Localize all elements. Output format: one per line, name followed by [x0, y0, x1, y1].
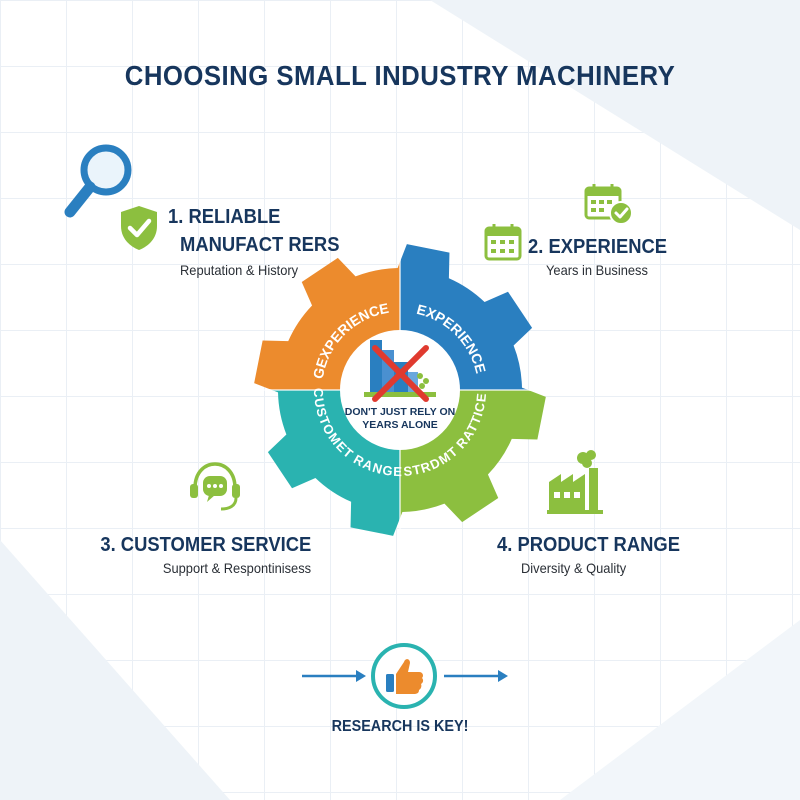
footer-label: RESEARCH IS KEY!	[331, 718, 469, 735]
page-title: CHOOSING SMALL INDUSTRY MACHINERY	[124, 60, 676, 91]
item3-title: 3. CUSTOMER SERVICE	[100, 534, 311, 556]
item1-title-line2: MANUFACT RERS	[180, 234, 340, 256]
item1-subtitle: Reputation & History	[180, 262, 299, 278]
factory-icon	[547, 450, 603, 514]
chat-headset-icon	[190, 462, 240, 511]
arrow-right-icon	[302, 670, 366, 682]
gear-diagram: GEXPERIENCE EXPERIENCE CUSTOMET RANGE ST…	[250, 240, 550, 540]
item4-subtitle: Diversity & Quality	[521, 560, 627, 576]
thumbs-up-icon	[371, 643, 437, 709]
magnifier-icon	[64, 144, 132, 218]
footer-graphic	[302, 643, 508, 709]
gear-center-line2: YEARS ALONE	[362, 419, 437, 431]
calendar-check-icon	[584, 184, 633, 225]
item3-subtitle: Support & Respontinisess	[162, 560, 311, 576]
arrow-right-icon	[444, 670, 508, 682]
item1-title-line1: 1. RELIABLE	[168, 206, 281, 228]
item2-subtitle: Years in Business	[546, 262, 648, 278]
shield-check-icon	[121, 206, 157, 250]
item4-title: 4. PRODUCT RANGE	[497, 534, 680, 556]
crossed-building-icon	[364, 340, 436, 402]
item2-title: 2. EXPERIENCE	[528, 236, 668, 258]
calendar-icon	[484, 224, 522, 261]
gear-center-line1: DON'T JUST RELY ON	[345, 406, 455, 418]
